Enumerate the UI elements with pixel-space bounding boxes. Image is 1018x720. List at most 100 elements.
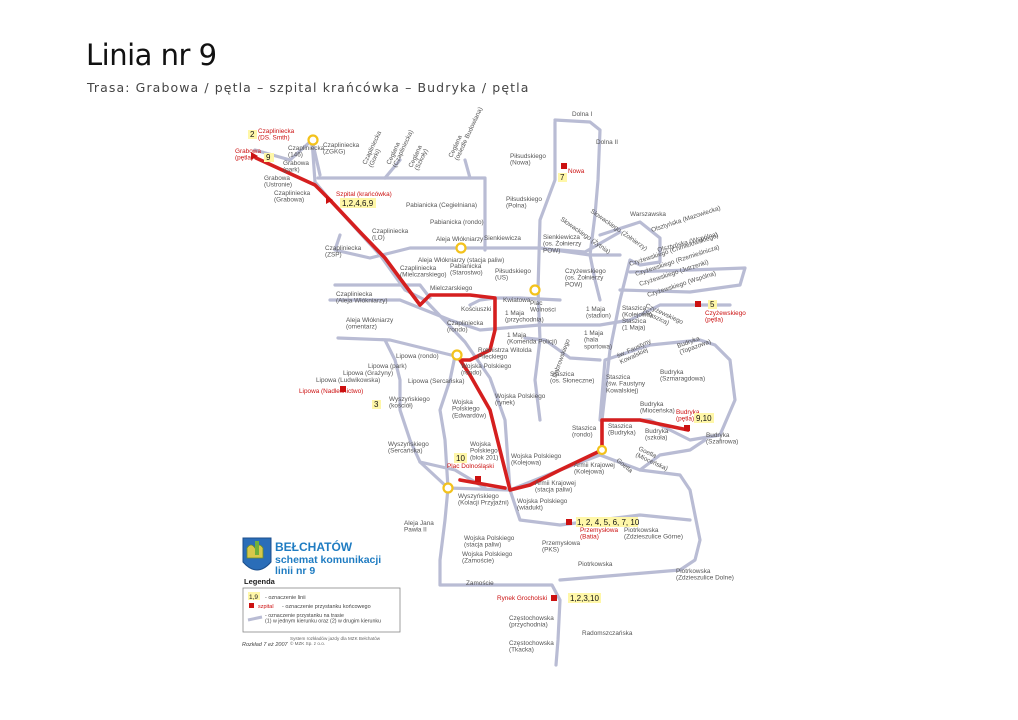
station-label: Budryka(szkoła) bbox=[645, 428, 669, 442]
legend-title: Legenda bbox=[244, 577, 276, 586]
station-label: Czaplinieckа(Grabowa) bbox=[274, 190, 311, 204]
station-label: Czaplinieckа(Aleja Włókniarzy) bbox=[336, 291, 388, 305]
line-label: 1, 2, 4, 5, 6, 7, 10 bbox=[577, 518, 640, 527]
station-label: Piłsudskiego(US) bbox=[495, 268, 531, 282]
station-label: 1 Maja(przychodnia) bbox=[505, 310, 544, 324]
line-label: 1,2,3,10 bbox=[570, 594, 599, 603]
station-label: Grabowa(Ustronie) bbox=[264, 175, 292, 189]
station-label: Wojska Polskiego(wiadukt) bbox=[517, 498, 568, 512]
transfer-node bbox=[596, 444, 608, 456]
station-label: Staszica(Kolejowa) bbox=[622, 305, 652, 319]
station-label: Grabowa(park) bbox=[283, 160, 309, 174]
line-label: 1,2,4,6,9 bbox=[342, 199, 374, 208]
station-label: Staszica(rondo) bbox=[572, 425, 597, 439]
station-label: Lipowa (Serсańska) bbox=[408, 378, 464, 385]
station-label: Dolna I bbox=[572, 111, 592, 118]
station-label: Budryka(Szmaragdowa) bbox=[660, 369, 705, 383]
station-label: Budryka(Szafirowa) bbox=[706, 432, 738, 446]
logo-title: BEŁCHATÓW bbox=[275, 539, 353, 554]
station-label: Częstochowska(Tkacka) bbox=[509, 640, 554, 654]
station-label: Czaplinieckа(ZSP) bbox=[325, 245, 362, 259]
footer-credit: System rozkładów jazdy dla MZK Bełchatów… bbox=[290, 636, 381, 646]
station-label: Nowa bbox=[568, 168, 585, 175]
line-label: 9,10 bbox=[696, 414, 712, 423]
station-label: 1 Maja(stadion) bbox=[586, 306, 611, 320]
station-label: Budryka(Topazowa) bbox=[676, 332, 712, 356]
legend-term-desc: - oznaczenie przystanku końcowego bbox=[282, 604, 371, 610]
station-label: Lipowa (Ludwikowska) bbox=[316, 377, 380, 384]
line-9-route bbox=[254, 156, 690, 492]
station-label: Czaplinieckа(DS. Smth) bbox=[258, 128, 295, 142]
line-label: 7 bbox=[560, 173, 565, 182]
footer-edition: Rozkład 7 eż 2007 bbox=[242, 642, 288, 648]
station-label: Radomszczańska bbox=[582, 630, 633, 637]
page-title: Linia nr 9 bbox=[86, 38, 217, 72]
line-number-labels: 9 2 1,2,4,6,9 7 5 3 9,10 10 1, 2, 4, 5, … bbox=[248, 130, 717, 603]
line-label: 2 bbox=[250, 130, 255, 139]
transfer-node bbox=[529, 284, 541, 296]
transfer-node bbox=[455, 242, 467, 254]
station-label: Armii Krajowej(Kolejowa) bbox=[574, 462, 615, 476]
station-label: Staszica(1 Maja) bbox=[622, 318, 647, 332]
line-label: 10 bbox=[456, 454, 465, 463]
transfer-node bbox=[307, 134, 319, 146]
station-label: Armii Krajowej(stacja paliw) bbox=[535, 480, 576, 494]
station-label: Czaplinieckа(ZGKG) bbox=[323, 142, 360, 156]
station-label: Lipowa (park) bbox=[368, 363, 407, 370]
station-label: Piotrkowska(Zdzieszulice Dolne) bbox=[676, 568, 734, 582]
legend-lines-sample: 1,9 bbox=[249, 594, 258, 601]
station-label: Piłsudskiego(Polna) bbox=[506, 196, 542, 210]
station-label: Czaplinieckа(LO) bbox=[372, 228, 409, 242]
station-label: Goetla bbox=[615, 457, 634, 475]
station-label: Wojska Polskiego(Zamoście) bbox=[462, 551, 513, 565]
legend: Legenda 1,9 - oznaczenie linii szpital -… bbox=[242, 577, 401, 633]
route-description: Trasa: Grabowa / pętla – szpital krańców… bbox=[87, 80, 530, 95]
line-label: 9 bbox=[266, 153, 271, 162]
station-label: Piłsudskiego(Nowa) bbox=[510, 153, 546, 167]
terminus-flag-icon bbox=[251, 152, 258, 160]
line-label: 5 bbox=[710, 300, 715, 309]
station-label: Wojska Polskiego(Kolejowa) bbox=[511, 453, 562, 467]
station-label: Staszica(Budryka) bbox=[608, 423, 636, 437]
transfer-node bbox=[442, 482, 454, 494]
station-label: Czaplinieckа(Mielczarskiego) bbox=[400, 265, 447, 279]
terminus-flag-icon bbox=[326, 196, 333, 204]
station-label: Lipowa (rondo) bbox=[396, 353, 439, 360]
station-label: Plac Dolnośląski bbox=[447, 463, 494, 470]
terminus-flag-icon bbox=[684, 425, 690, 431]
station-label: Dolna II bbox=[596, 139, 618, 146]
transfer-nodes bbox=[307, 134, 608, 494]
legend-term-sample: szpital bbox=[258, 604, 274, 610]
station-label: Olsztyńska (Mazowiecka) bbox=[650, 205, 721, 234]
station-label: Wyszyńskiego(kościół) bbox=[389, 396, 430, 410]
station-label: Zamoście bbox=[466, 580, 494, 587]
station-label: Grabowa(pętla) bbox=[235, 148, 261, 162]
station-label: Czaplinieckа(rondo) bbox=[447, 320, 484, 334]
station-label: Budryka(Miocеńska) bbox=[640, 401, 675, 415]
legend-lines-desc: - oznaczenie linii bbox=[265, 595, 306, 601]
terminus-flag-icon bbox=[566, 519, 572, 525]
station-label: Budryka(pętla) bbox=[676, 409, 700, 423]
terminus-flag-icon bbox=[695, 301, 701, 307]
station-label: Wojska Polskiego(stacja paliw) bbox=[464, 535, 515, 549]
terminus-flag-icon bbox=[249, 603, 254, 608]
station-label: Aleja Włókniarzy(omentarz) bbox=[346, 317, 394, 331]
station-label: Szpital (krańcówka) bbox=[336, 191, 392, 198]
terminus-flag-icon bbox=[475, 476, 481, 482]
station-label: Przemysłowa(PKS) bbox=[542, 540, 580, 554]
station-label: Aleja Włókniarzy bbox=[436, 236, 484, 243]
station-label: Częstochowska(przychodnia) bbox=[509, 615, 554, 629]
station-label: Staszica(os. Słoneczne) bbox=[550, 371, 594, 385]
station-label: Piotrkowska bbox=[578, 561, 613, 568]
terminus-flags bbox=[251, 152, 701, 601]
